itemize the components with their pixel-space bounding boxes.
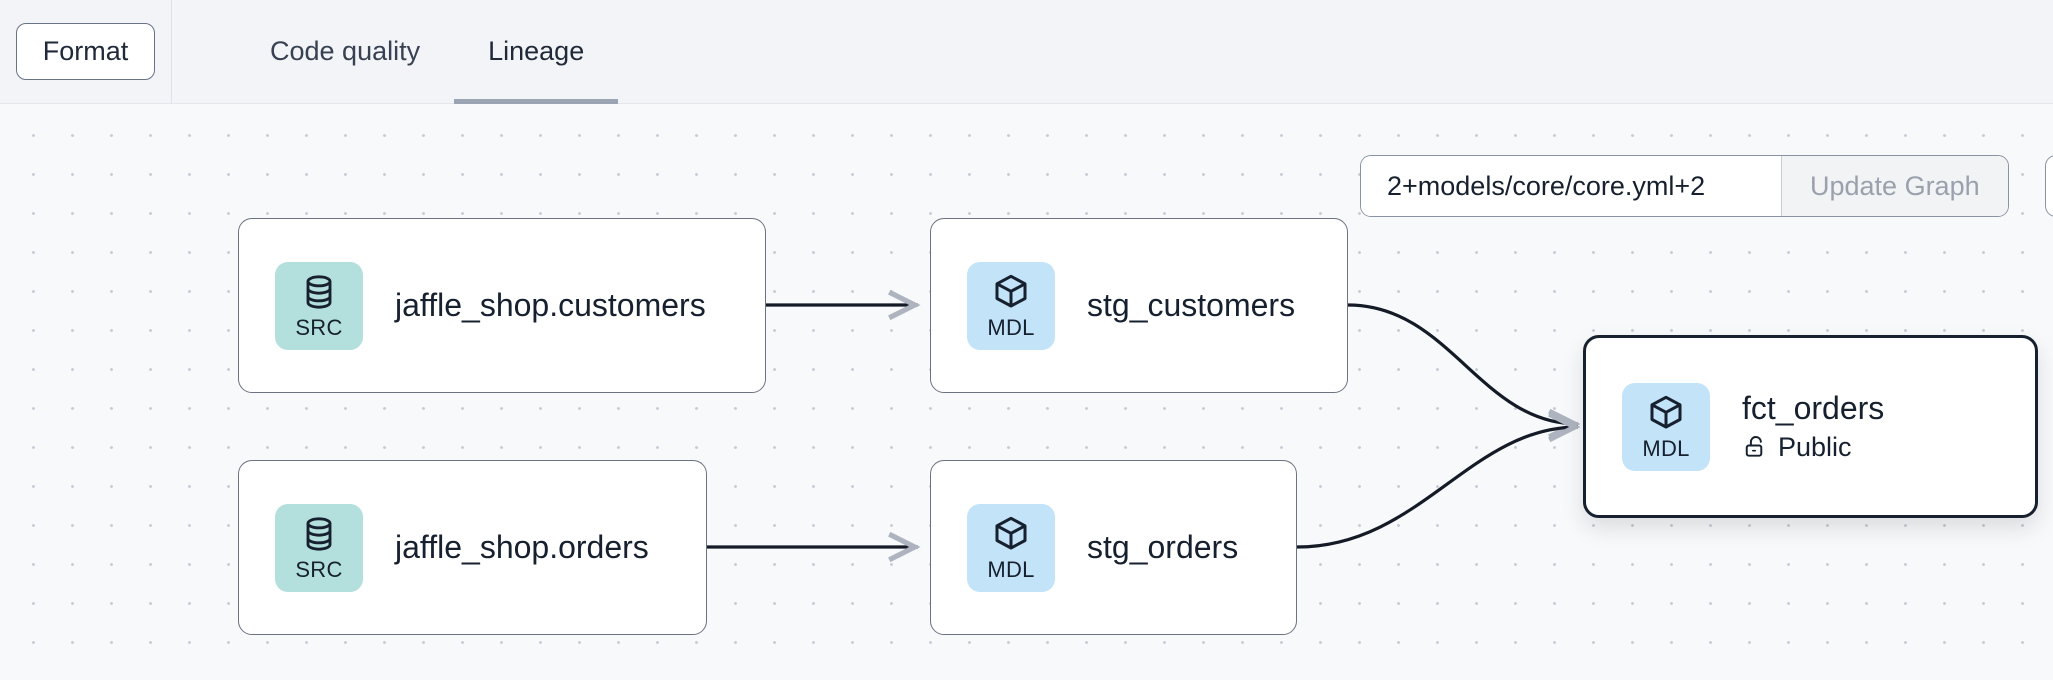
database-icon — [306, 517, 332, 551]
tab-bar: Code quality Lineage — [172, 0, 619, 104]
node-body: fct_orders Public — [1742, 390, 1884, 463]
secondary-control-stub[interactable] — [2045, 155, 2053, 217]
unlock-icon — [1745, 436, 1763, 458]
format-button[interactable]: Format — [15, 23, 156, 80]
mdl-badge-label: MDL — [987, 557, 1035, 582]
node-body: stg_orders — [1087, 529, 1238, 566]
graph-selector-group: Update Graph — [1360, 155, 2009, 217]
node-label: stg_customers — [1087, 287, 1296, 324]
node-stg-customers[interactable]: MDL stg_customers — [930, 218, 1348, 393]
node-body: jaffle_shop.orders — [395, 529, 649, 566]
lineage-canvas[interactable]: SRC jaffle_shop.customers MDL stg_custom… — [0, 104, 2053, 680]
node-label: stg_orders — [1087, 529, 1239, 566]
src-badge: SRC — [275, 503, 363, 592]
src-badge-label: SRC — [295, 315, 343, 340]
node-label: jaffle_shop.orders — [395, 529, 649, 566]
cube-icon — [1650, 395, 1682, 429]
node-jaffle-shop-orders[interactable]: SRC jaffle_shop.orders — [238, 460, 707, 635]
graph-selector-input[interactable] — [1361, 156, 1781, 216]
node-label: jaffle_shop.customers — [395, 287, 706, 324]
node-access-badge: Public — [1742, 432, 1884, 463]
node-body: jaffle_shop.customers — [395, 287, 706, 324]
node-label: fct_orders — [1742, 390, 1885, 427]
tab-lineage-label: Lineage — [488, 36, 585, 66]
tab-code-quality[interactable]: Code quality — [236, 0, 454, 104]
node-body: stg_customers — [1087, 287, 1295, 324]
tab-lineage[interactable]: Lineage — [454, 0, 619, 104]
cube-icon — [995, 516, 1027, 550]
node-stg-orders[interactable]: MDL stg_orders — [930, 460, 1297, 635]
toolbar-header: Format Code quality Lineage — [0, 0, 2053, 104]
mdl-badge-label: MDL — [1642, 436, 1690, 461]
mdl-badge-label: MDL — [987, 315, 1035, 340]
mdl-badge: MDL — [967, 503, 1055, 592]
database-icon — [306, 275, 332, 309]
mdl-badge: MDL — [1622, 382, 1710, 471]
mdl-badge: MDL — [967, 261, 1055, 350]
edge-stg-orders-to-fct-orders — [1296, 411, 1581, 549]
node-fct-orders[interactable]: MDL fct_orders Public — [1583, 335, 2038, 518]
update-graph-button[interactable]: Update Graph — [1781, 156, 2008, 216]
format-button-zone: Format — [0, 0, 172, 104]
edge-stg-customers-to-fct-orders — [1347, 303, 1581, 440]
tab-code-quality-label: Code quality — [270, 36, 421, 66]
node-access-label: Public — [1778, 431, 1852, 462]
src-badge-label: SRC — [295, 557, 343, 582]
cube-icon — [995, 274, 1027, 308]
node-jaffle-shop-customers[interactable]: SRC jaffle_shop.customers — [238, 218, 766, 393]
src-badge: SRC — [275, 261, 363, 350]
